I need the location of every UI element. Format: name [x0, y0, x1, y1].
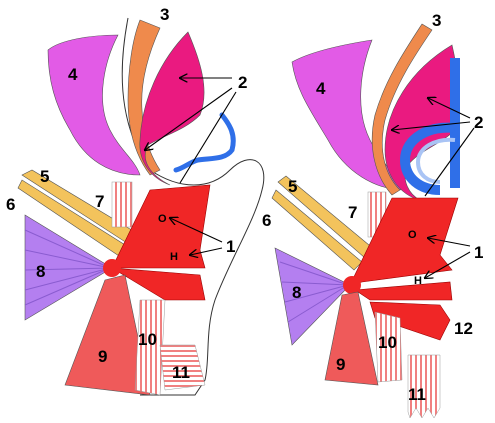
left-label-7: 7 [95, 192, 104, 211]
right-panel: 4 3 2 5 6 7 8 9 10 11 12 1 O H [262, 11, 483, 418]
right-label-3: 3 [432, 11, 441, 30]
left-label-9: 9 [98, 347, 107, 366]
right-label-5: 5 [288, 177, 297, 196]
right-label-6: 6 [262, 211, 271, 230]
right-label-12: 12 [454, 319, 473, 338]
right-label-1: 1 [474, 243, 483, 262]
muscle-4 [48, 35, 140, 175]
left-label-4: 4 [68, 65, 78, 84]
left-label-6: 6 [6, 195, 15, 214]
right-label-h: H [414, 275, 422, 287]
muscle-9 [325, 292, 378, 385]
right-label-2: 2 [474, 113, 483, 132]
muscle-1 [350, 198, 458, 285]
right-label-7: 7 [348, 203, 357, 222]
muscle-origin [103, 259, 121, 277]
left-label-10: 10 [138, 330, 157, 349]
left-label-8: 8 [36, 262, 45, 281]
muscle-1-lower [355, 282, 452, 300]
right-label-11: 11 [408, 385, 426, 404]
right-label-10: 10 [378, 333, 397, 352]
left-label-11: 11 [172, 363, 190, 382]
left-label-5: 5 [40, 167, 49, 186]
left-label-o: O [158, 213, 167, 225]
right-label-9: 9 [336, 355, 345, 374]
right-label-o: O [408, 229, 417, 241]
left-label-1: 1 [226, 237, 235, 256]
right-label-4: 4 [316, 79, 326, 98]
muscle-7 [112, 182, 132, 227]
left-label-2: 2 [238, 73, 247, 92]
left-panel: 4 3 2 5 6 7 8 9 10 11 1 O H [6, 5, 264, 395]
left-label-h: H [170, 251, 178, 263]
right-label-8: 8 [292, 283, 301, 302]
muscle-origin [343, 276, 361, 294]
left-label-3: 3 [160, 5, 169, 24]
